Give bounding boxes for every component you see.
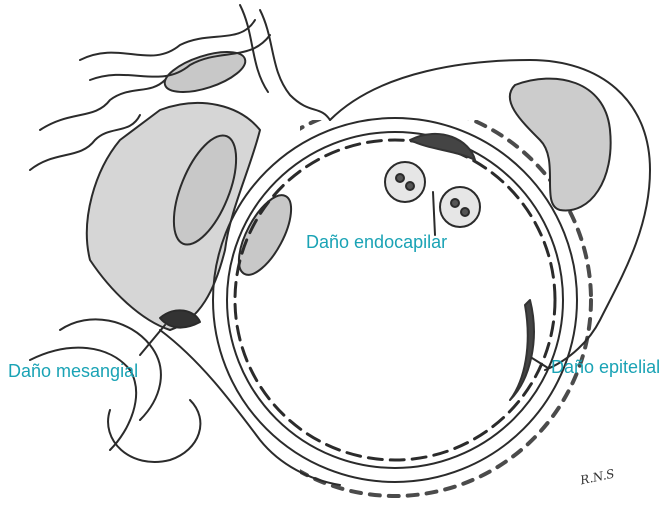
- pointer-endocapillary: [433, 192, 435, 235]
- label-epithelial-damage: Daño epitelial: [551, 357, 660, 378]
- podocyte-nucleus: [510, 79, 611, 211]
- label-mesangial-damage: Daño mesangial: [8, 361, 138, 382]
- pointer-mesangial: [140, 325, 165, 355]
- label-endocapillary-damage: Daño endocapilar: [306, 232, 447, 253]
- top-deposit: [410, 134, 475, 160]
